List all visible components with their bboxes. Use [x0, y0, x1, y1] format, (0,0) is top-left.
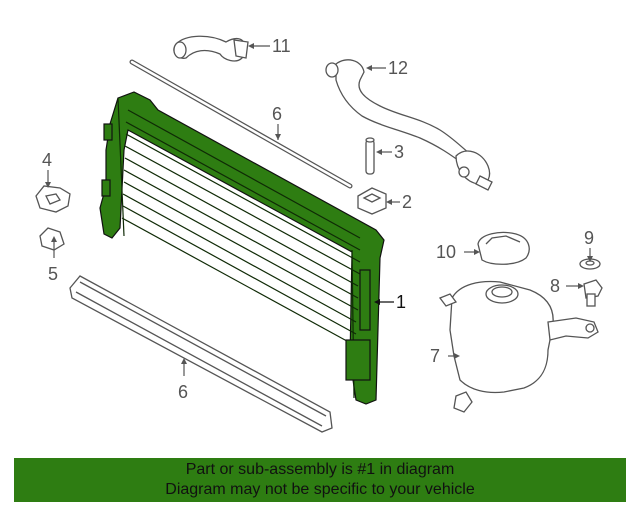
- info-banner: Part or sub-assembly is #1 in diagram Di…: [14, 458, 626, 502]
- seal-strip-top: [129, 59, 353, 189]
- callout-6-bottom: 6: [178, 382, 188, 402]
- callout-9: 9: [584, 228, 594, 248]
- bracket-4: [35, 185, 71, 213]
- seal-strip-bottom: [69, 275, 333, 433]
- bracket-5: [39, 227, 65, 251]
- bracket-2: [357, 187, 387, 215]
- callout-10: 10: [436, 242, 456, 262]
- callout-1: 1: [396, 292, 406, 312]
- callout-12: 12: [388, 58, 408, 78]
- callout-2: 2: [402, 192, 412, 212]
- callout-8: 8: [550, 276, 560, 296]
- callout-11: 11: [272, 36, 291, 56]
- bolt-8: [583, 279, 603, 307]
- hose-12: [325, 59, 493, 191]
- reservoir-7: [438, 280, 599, 413]
- hose-11: [173, 35, 249, 62]
- callout-4: 4: [42, 150, 52, 170]
- radiator: [99, 91, 385, 405]
- callout-5: 5: [48, 264, 58, 284]
- arrowheads: [45, 43, 593, 364]
- banner-line-1: Part or sub-assembly is #1 in diagram: [185, 461, 455, 478]
- pin-3: [365, 137, 375, 175]
- banner-line-2: Diagram may not be specific to your vehi…: [165, 481, 475, 498]
- callout-3: 3: [394, 142, 404, 162]
- cap-10: [477, 231, 530, 265]
- callout-6-top: 6: [272, 104, 282, 124]
- callout-7: 7: [430, 346, 440, 366]
